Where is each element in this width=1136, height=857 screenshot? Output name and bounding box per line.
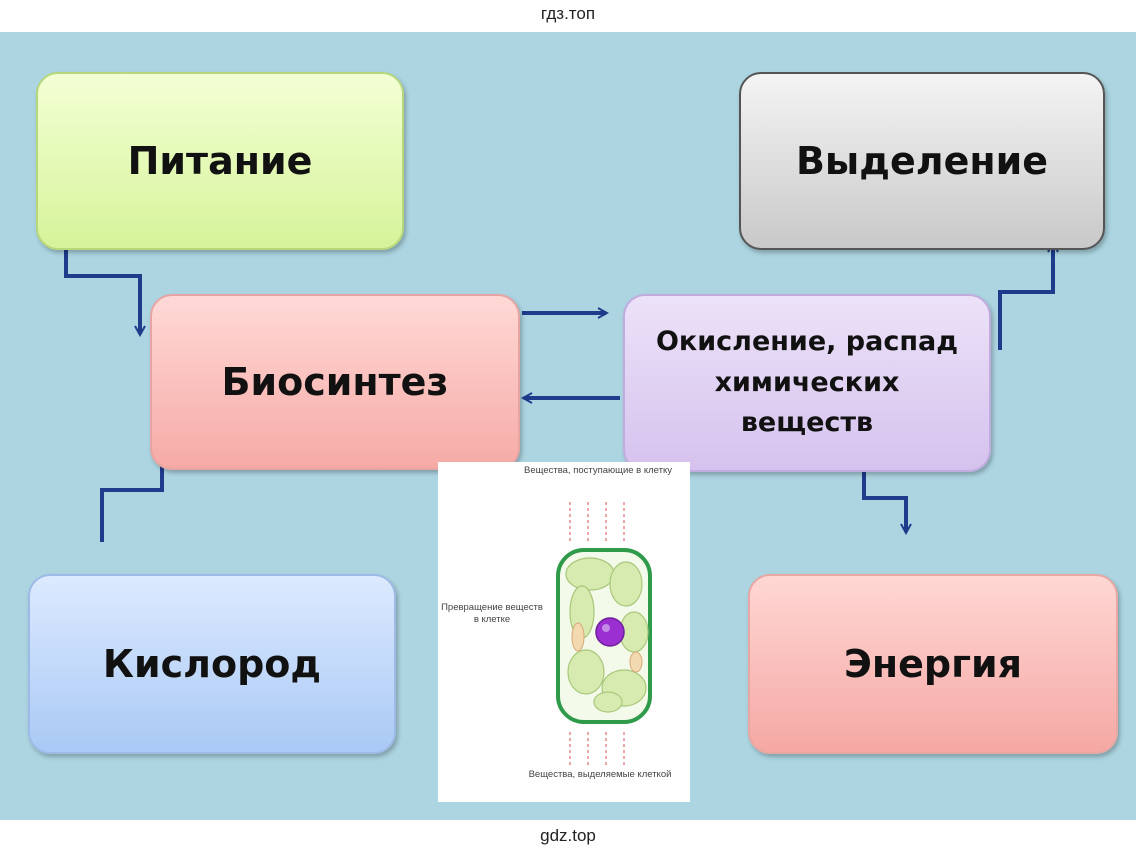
watermark-bottom: gdz.top (540, 826, 596, 845)
box-oxidation-label: Окисление, распад химических веществ (656, 322, 958, 444)
box-energy-label: Энергия (844, 642, 1022, 686)
cell-drawing (556, 502, 652, 767)
box-oxygen: Кислород (28, 574, 396, 754)
box-oxidation-line-3: веществ (740, 407, 874, 439)
box-biosynthesis: Биосинтез (150, 294, 520, 470)
box-energy: Энергия (748, 574, 1118, 754)
box-oxygen-label: Кислород (102, 642, 322, 686)
box-oxidation-line-1: Окисление, распад (655, 326, 959, 358)
cell-label-substances-out: Вещества, выделяемые клеткой (528, 769, 672, 780)
cell-nucleus (595, 617, 625, 647)
box-excretion: Выделение (739, 72, 1105, 250)
arrow-oxidation-to-energy (862, 452, 906, 532)
cell-illustration: Вещества, поступающие в клетку Превращен… (438, 462, 690, 802)
box-oxidation: Окисление, распад химических веществ (623, 294, 991, 472)
cell-label-transformation: Превращение веществ в клетке (441, 602, 543, 625)
box-oxidation-line-2: химических (714, 366, 900, 398)
box-nutrition: Питание (36, 72, 404, 250)
box-biosynthesis-label: Биосинтез (221, 360, 449, 404)
diagram-canvas: Питание Выделение Биосинтез Окисление, р… (0, 32, 1136, 820)
arrow-oxidation-to-excretion (998, 244, 1053, 350)
box-excretion-label: Выделение (795, 139, 1049, 183)
watermark-top: гдз.топ (540, 4, 596, 23)
box-nutrition-label: Питание (127, 139, 313, 183)
cell-label-substances-in: Вещества, поступающие в клетку (523, 465, 673, 476)
